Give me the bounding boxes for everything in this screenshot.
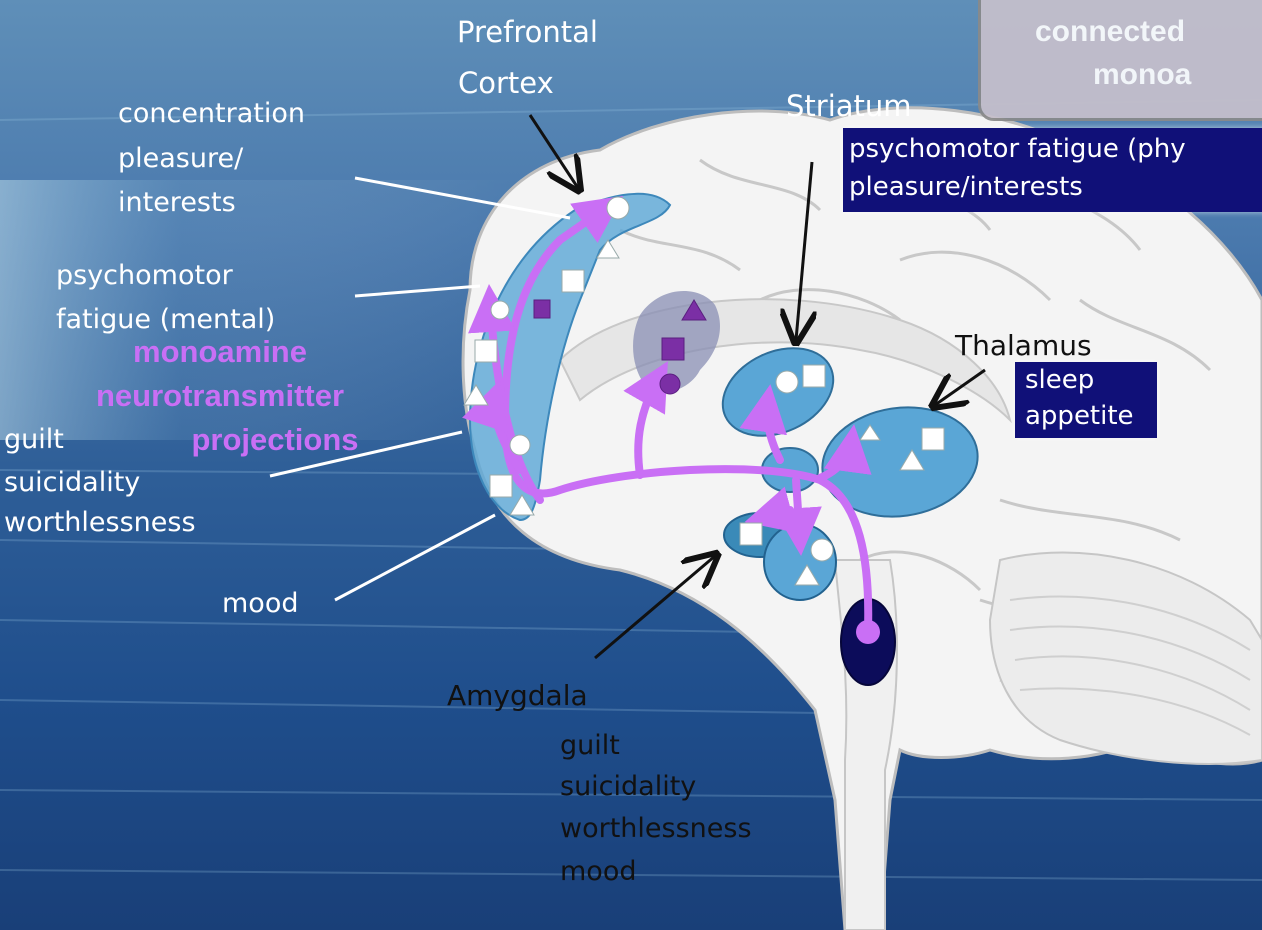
thalamus-symptom-2: appetite (1021, 398, 1151, 434)
interests-label: interests (118, 187, 236, 219)
striatum-symptom-1: psychomotor fatigue (phy (849, 130, 1261, 168)
concentration-label: concentration (118, 98, 305, 130)
projection-caption: monoamine neurotransmitter projections (40, 330, 400, 462)
worthlessness-label: worthlessness (4, 507, 196, 539)
amygdala-mood: mood (560, 856, 636, 888)
projection-line-1: monoamine (40, 330, 400, 374)
projection-line-3: projections (40, 418, 400, 462)
amygdala-label: Amygdala (447, 680, 588, 712)
amygdala-guilt: guilt (560, 730, 620, 762)
thalamus-label: Thalamus (955, 330, 1092, 362)
striatum-symptoms-box: psychomotor fatigue (phy pleasure/intere… (843, 128, 1262, 212)
prefrontal-label-line-2: Cortex (458, 65, 554, 101)
title-line-1: connected (1035, 15, 1185, 49)
amygdala-suicidality: suicidality (560, 771, 696, 803)
prefrontal-label-line-1: Prefrontal (457, 14, 598, 50)
projection-line-2: neurotransmitter (40, 374, 400, 418)
pleasure-label: pleasure/ (118, 143, 243, 175)
striatum-label: Striatum (786, 90, 912, 122)
thalamus-symptom-1: sleep (1021, 362, 1151, 398)
striatum-symptom-2: pleasure/interests (849, 168, 1261, 206)
amygdala-worthlessness: worthlessness (560, 813, 752, 845)
title-callout: connected monoa (978, 0, 1262, 121)
thalamus-symptoms-box: sleep appetite (1015, 362, 1157, 438)
psychomotor-label: psychomotor (56, 260, 233, 292)
mood-label: mood (222, 588, 298, 620)
title-line-2: monoa (1093, 58, 1191, 92)
suicidality-label: suicidality (4, 467, 140, 499)
